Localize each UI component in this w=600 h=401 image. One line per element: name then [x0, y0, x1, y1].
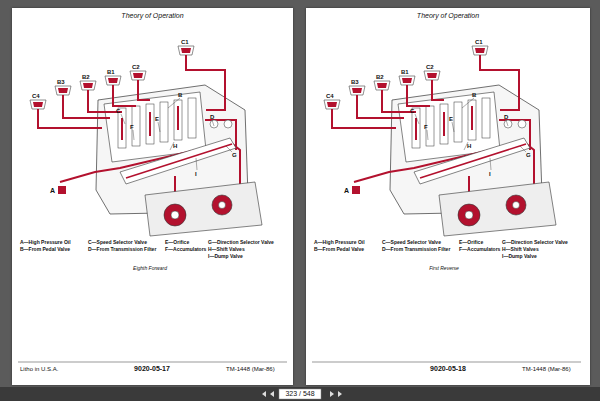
page-box — [279, 389, 321, 399]
key-entry: F—Accumulators — [165, 247, 206, 252]
callout-letter: G — [232, 152, 237, 158]
key-entry: B—From Pedal Valve — [314, 247, 364, 252]
callout-letter: H — [173, 143, 177, 149]
key-entry: E—Orifice — [165, 240, 189, 245]
callout-letter: C — [410, 108, 414, 114]
legend-item: A — [50, 186, 66, 194]
callout-letter: B — [178, 92, 182, 98]
figure-caption: Eighth Forward — [133, 266, 167, 271]
page-number: 9020-05-18 — [430, 365, 466, 372]
legend-swatch — [58, 186, 66, 194]
clutch-label: C2 — [132, 64, 140, 70]
legend-item: A — [344, 186, 360, 194]
callout-letter: G — [526, 152, 531, 158]
clutch-label: B2 — [376, 74, 384, 80]
callout-letter: B — [472, 92, 476, 98]
clutch-label: B1 — [107, 69, 115, 75]
clutch-label: B2 — [82, 74, 90, 80]
callout-letter: D — [210, 114, 214, 120]
clutch-label: B1 — [401, 69, 409, 75]
clutch-label: B3 — [351, 79, 359, 85]
footer-text: Litho in U.S.A. — [20, 366, 58, 372]
hydraulic-illustration — [18, 46, 287, 362]
clutch-label: C1 — [475, 39, 483, 45]
key-entry: E—Orifice — [459, 240, 483, 245]
callout-letter: E — [449, 116, 453, 122]
manual-page: Theory of Operation — [12, 8, 293, 385]
manual-page: Theory of Operation — [306, 8, 590, 385]
callout-letter: F — [130, 124, 134, 130]
callout-letter: I — [195, 171, 197, 177]
clutch-label: C4 — [32, 93, 40, 99]
footer-text: TM-1448 (Mar-86) — [226, 366, 275, 372]
legend-text: A — [50, 187, 55, 194]
key-entry: A—High Pressure Oil — [20, 240, 71, 245]
key-entry: A—High Pressure Oil — [314, 240, 365, 245]
page-counter: 323 / 548 — [285, 390, 314, 397]
nav-arrows — [262, 391, 342, 397]
hydraulic-illustration — [312, 46, 581, 362]
key-entry: G—Direction Selector Valve — [208, 240, 274, 245]
legend-text: A — [344, 187, 349, 194]
page-heading: Theory of Operation — [306, 12, 590, 19]
footer-text: TM-1448 (Mar-86) — [522, 366, 571, 372]
key-entry: D—From Transmission Filter — [382, 247, 450, 252]
clutch-label: C2 — [426, 64, 434, 70]
clutch-label: C4 — [326, 93, 334, 99]
callout-letter: D — [504, 114, 508, 120]
figure-caption: First Reverse — [429, 266, 459, 271]
callout-letter: I — [489, 171, 491, 177]
viewer-toolbar — [0, 387, 600, 401]
key-entry: C—Speed Selector Valve — [382, 240, 441, 245]
callout-letter: H — [467, 143, 471, 149]
callout-letter: C — [116, 108, 120, 114]
page-number: 9020-05-17 — [134, 365, 170, 372]
key-entry: H—Shift Valves — [208, 247, 245, 252]
key-entry: I—Dump Valve — [502, 254, 537, 259]
legend-swatch — [352, 186, 360, 194]
key-entry: H—Shift Valves — [502, 247, 539, 252]
clutch-label: C1 — [181, 39, 189, 45]
key-entry: B—From Pedal Valve — [20, 247, 70, 252]
key-entry: F—Accumulators — [459, 247, 500, 252]
page-heading: Theory of Operation — [12, 12, 293, 19]
callout-letter: E — [155, 116, 159, 122]
key-entry: D—From Transmission Filter — [88, 247, 156, 252]
key-entry: G—Direction Selector Valve — [502, 240, 568, 245]
key-entry: C—Speed Selector Valve — [88, 240, 147, 245]
callout-letter: F — [424, 124, 428, 130]
key-entry: I—Dump Valve — [208, 254, 243, 259]
clutch-label: B3 — [57, 79, 65, 85]
